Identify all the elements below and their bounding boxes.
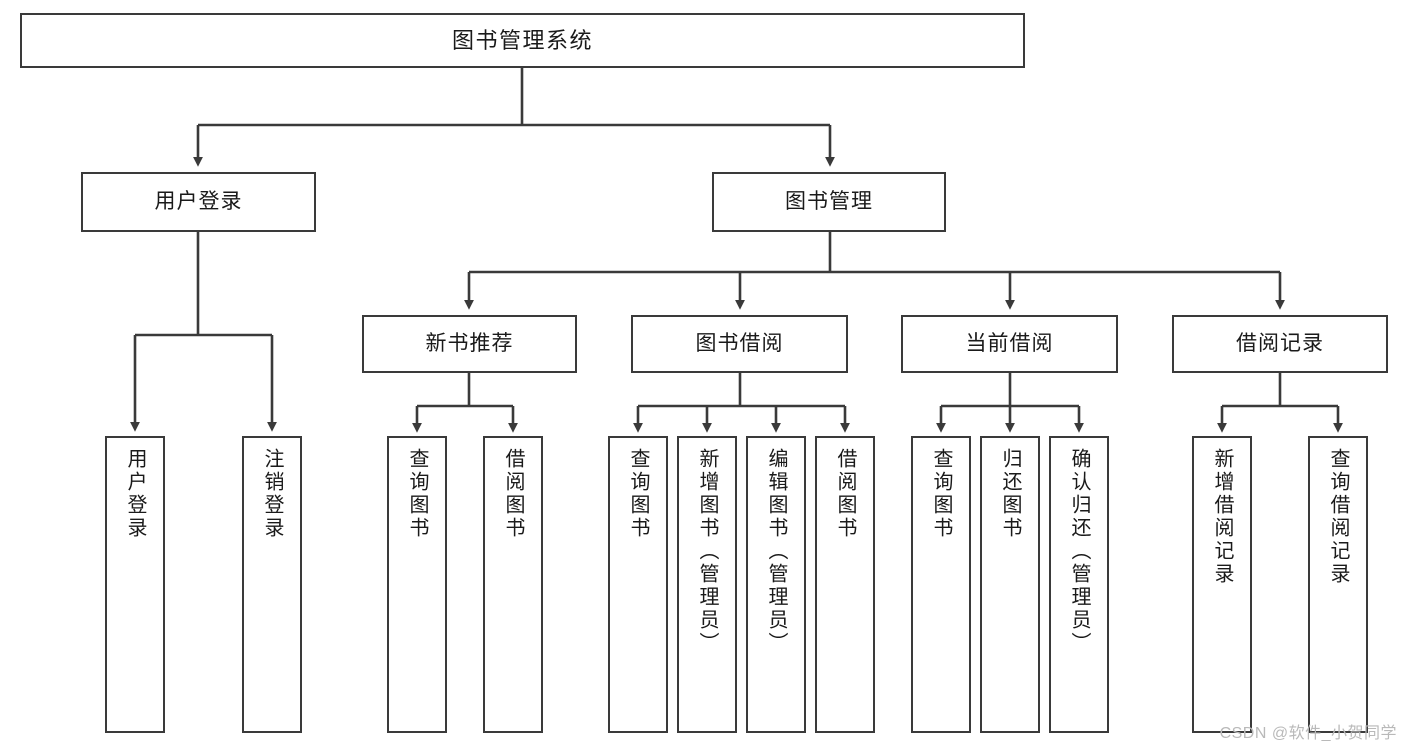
leaf-current-borrow-query[interactable]: 查询图书 — [911, 436, 971, 733]
leaf-book-borrow-edit-admin[interactable]: 编辑图书（管理员） — [746, 436, 806, 733]
leaf-new-book-borrow[interactable]: 借阅图书 — [483, 436, 543, 733]
node-user-login[interactable]: 用户登录 — [81, 172, 316, 232]
leaf-user-login-signout[interactable]: 注销登录 — [242, 436, 302, 733]
node-label: 用户登录 — [124, 448, 146, 540]
node-label: 新书推荐 — [425, 331, 514, 355]
node-label: 当前借阅 — [965, 331, 1054, 355]
node-root-book-management-system[interactable]: 图书管理系统 — [20, 13, 1025, 68]
leaf-book-borrow-borrow[interactable]: 借阅图书 — [815, 436, 875, 733]
node-current-borrow[interactable]: 当前借阅 — [901, 315, 1118, 373]
node-label: 归还图书 — [999, 448, 1021, 540]
node-label: 确认归还（管理员） — [1068, 448, 1090, 655]
node-label: 查询图书 — [406, 448, 428, 540]
node-label: 借阅图书 — [502, 448, 524, 540]
node-label: 新增借阅记录 — [1211, 448, 1233, 586]
node-label: 注销登录 — [261, 448, 283, 540]
node-book-management[interactable]: 图书管理 — [712, 172, 946, 232]
node-book-borrow[interactable]: 图书借阅 — [631, 315, 848, 373]
node-label: 查询图书 — [627, 448, 649, 540]
node-label: 新增图书（管理员） — [696, 448, 718, 655]
node-borrow-record[interactable]: 借阅记录 — [1172, 315, 1388, 373]
leaf-book-borrow-query[interactable]: 查询图书 — [608, 436, 668, 733]
leaf-borrow-record-add[interactable]: 新增借阅记录 — [1192, 436, 1252, 733]
node-label: 借阅记录 — [1236, 331, 1324, 355]
leaf-user-login-signin[interactable]: 用户登录 — [105, 436, 165, 733]
node-label: 编辑图书（管理员） — [765, 448, 787, 655]
leaf-current-borrow-confirm-return-admin[interactable]: 确认归还（管理员） — [1049, 436, 1109, 733]
node-label: 查询借阅记录 — [1327, 448, 1349, 586]
node-label: 借阅图书 — [834, 448, 856, 540]
node-label: 图书管理系统 — [451, 27, 593, 53]
leaf-borrow-record-query[interactable]: 查询借阅记录 — [1308, 436, 1368, 733]
leaf-book-borrow-add-admin[interactable]: 新增图书（管理员） — [677, 436, 737, 733]
node-new-book-recommend[interactable]: 新书推荐 — [362, 315, 577, 373]
node-label: 查询图书 — [930, 448, 952, 540]
node-label: 图书借阅 — [695, 331, 784, 355]
node-label: 用户登录 — [154, 189, 243, 213]
node-label: 图书管理 — [785, 189, 873, 213]
leaf-current-borrow-return[interactable]: 归还图书 — [980, 436, 1040, 733]
leaf-new-book-query[interactable]: 查询图书 — [387, 436, 447, 733]
